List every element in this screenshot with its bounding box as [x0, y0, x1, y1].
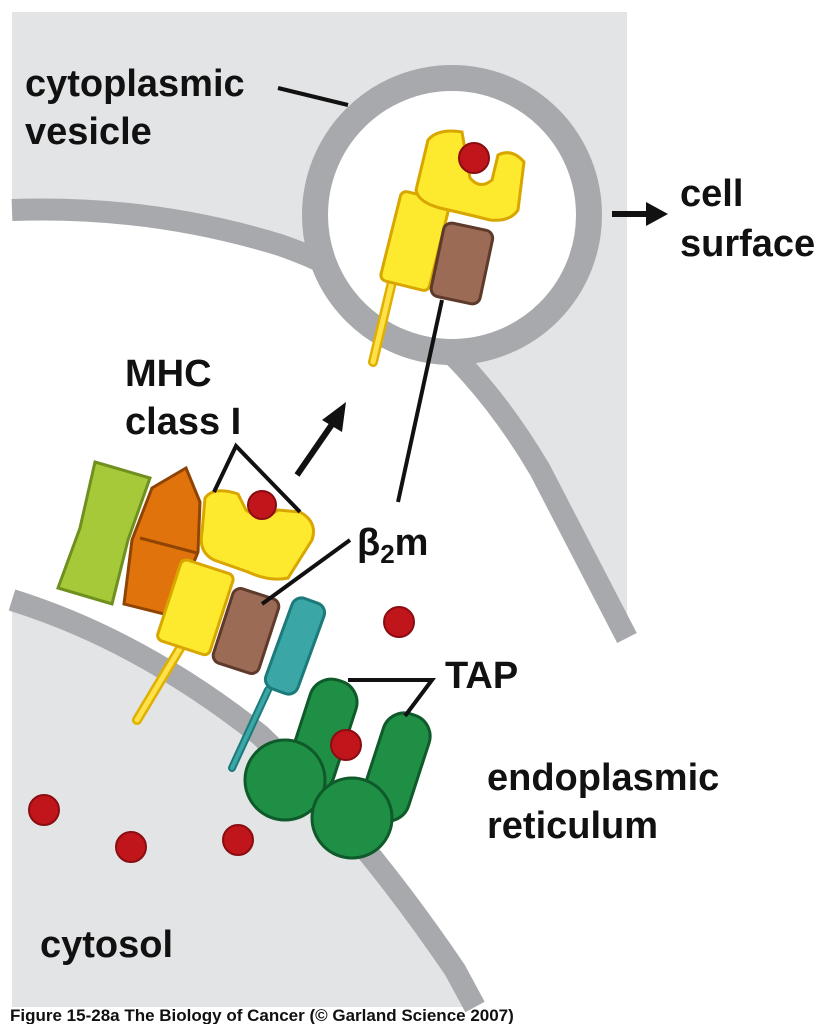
figure-caption: Figure 15-28a The Biology of Cancer (© G…: [10, 1006, 514, 1024]
calnexin: [56, 460, 152, 606]
mhc-alpha3-domain: [156, 558, 235, 657]
b2m-subscript: 2: [380, 539, 394, 569]
tap1-nbd: [243, 738, 327, 822]
mhc-peptide-groove: [199, 489, 315, 581]
cytosol-region: [12, 600, 475, 1007]
b2m-beta: β: [357, 522, 380, 564]
peptide-loading-complex: [56, 460, 327, 772]
mhc-label-line2: class I: [125, 401, 241, 443]
vesicle-label-line1: cytoplasmic: [25, 63, 245, 105]
surface-arrow-head: [646, 202, 668, 226]
export-arrow-shaft: [294, 418, 338, 477]
b2m-leader-line: [260, 538, 352, 606]
beta2m: [211, 587, 281, 675]
er-label-line2: reticulum: [487, 805, 658, 847]
cytosol-peptide: [28, 794, 60, 826]
cytosol-peptide: [222, 824, 254, 856]
er-label-line1: endoplasmic: [487, 757, 719, 799]
vesicle-leader-line: [277, 86, 349, 107]
mhc-label-line1: MHC: [125, 353, 212, 395]
vesicle-beta2m: [429, 221, 495, 306]
vesicle-peptide: [458, 142, 490, 174]
tap-label: TAP: [445, 655, 518, 697]
upper-membrane: [11, 198, 637, 644]
export-arrow-head: [322, 402, 346, 432]
mhc-peptide: [247, 490, 277, 520]
er-peptide: [383, 606, 415, 638]
cytosol-label: cytosol: [40, 924, 173, 966]
b2m-label: β2m: [357, 522, 428, 569]
tap2-nbd: [310, 776, 394, 860]
vesicle-label-line2: vesicle: [25, 111, 152, 153]
cytoplasmic-vesicle: [302, 65, 602, 365]
mhc-class-i-in-vesicle: [368, 129, 526, 367]
b2m-vesicle-leader-line: [396, 299, 444, 503]
transport-peptide: [330, 729, 362, 761]
cell-surface-label-line1: cell: [680, 173, 743, 215]
b2m-m: m: [395, 522, 429, 564]
mhc-bracket-line: [212, 442, 302, 514]
tapasin: [263, 596, 327, 696]
vesicle-mhc-peptide-groove: [414, 129, 526, 222]
cell-surface-label-line2: surface: [680, 223, 815, 265]
cytosol-peptide: [115, 831, 147, 863]
lower-membrane: [8, 589, 485, 1013]
tap-bracket-line: [348, 678, 436, 718]
